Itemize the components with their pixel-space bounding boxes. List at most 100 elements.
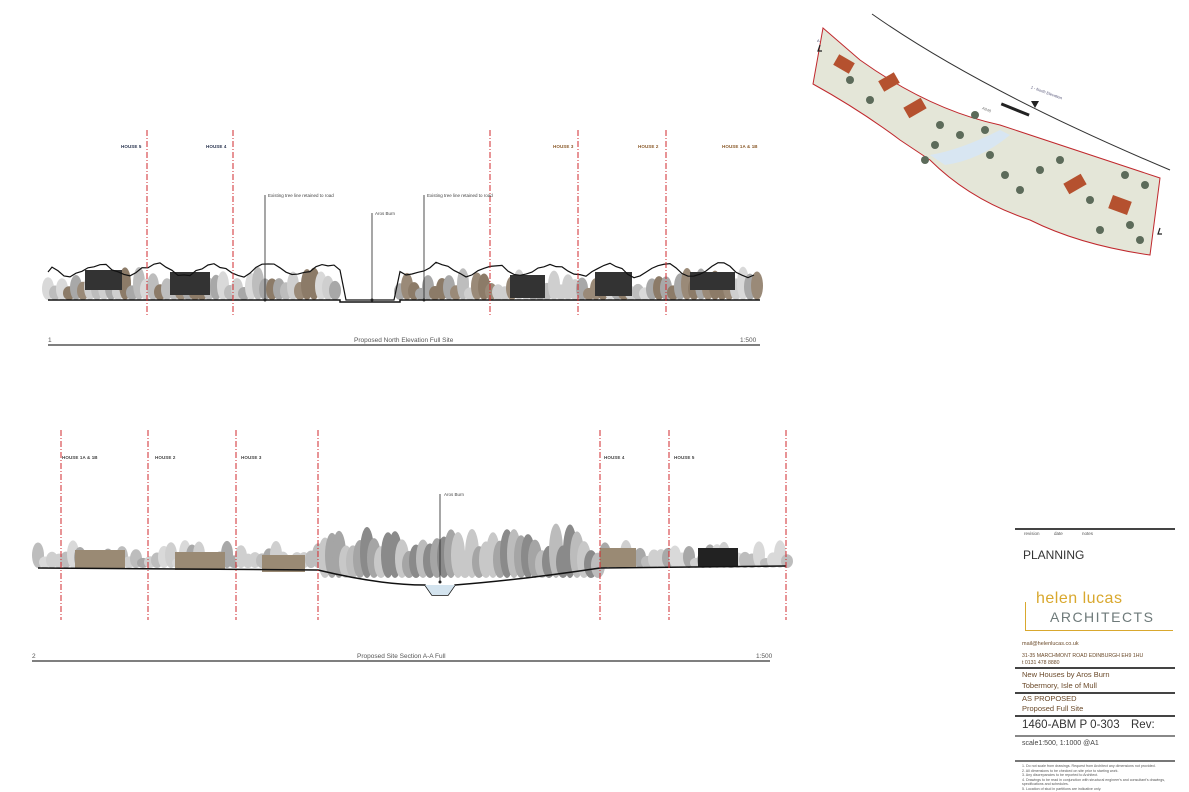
plan-tree: [846, 76, 854, 84]
revision-label: Rev:: [1131, 719, 1155, 731]
divider: [1015, 735, 1175, 737]
road-line: [871, 13, 1171, 171]
note: 5. Location of stud in partitions are in…: [1022, 786, 1102, 791]
project-name: New Houses by Aros Burn: [1022, 670, 1110, 679]
scale: scale1:500, 1:1000 @A1: [1022, 740, 1099, 747]
leader-dot: [370, 298, 374, 302]
house-1-roof: [833, 54, 855, 74]
date-column: date: [1054, 531, 1063, 536]
house-3-roof: [903, 97, 927, 119]
section-house-label: HOUSE 2: [155, 455, 176, 460]
email: mail@helenlucas.co.uk: [1022, 641, 1079, 647]
elevation-arrow-icon: [1031, 101, 1039, 108]
drawing-title: Proposed Site Section A-A Full: [357, 653, 446, 660]
plan-tree: [1056, 156, 1064, 164]
leader-dot: [422, 298, 426, 302]
elevation-house-label: HOUSE 1A & 1B: [722, 144, 758, 149]
plan-tree: [931, 141, 939, 149]
drawing-number: 1: [48, 337, 52, 344]
section-marker-icon: [817, 44, 822, 52]
plan-tree: [1136, 236, 1144, 244]
status: PLANNING: [1023, 548, 1085, 562]
annotation: Existing tree line retained to road: [268, 193, 334, 198]
logo-line2: ARCHITECTS: [1050, 609, 1155, 625]
site-plan: [812, 13, 1171, 256]
annotation: Aros Burn: [444, 492, 465, 497]
drawing-scale: 1:500: [740, 337, 757, 344]
burn: [930, 130, 1010, 165]
site-section-drawing: [32, 430, 793, 662]
address: 31-35 MARCHMONT ROAD EDINBURGH EH9 1HU: [1022, 653, 1144, 659]
elevation-house-label: HOUSE 4: [206, 144, 227, 149]
section-marker-label: A: [817, 38, 820, 43]
drawing-number: 1460-ABM P 0-303: [1022, 719, 1120, 731]
divider: [1015, 667, 1175, 669]
plan-tree: [1001, 171, 1009, 179]
leader-dot: [438, 580, 442, 584]
house-5-roof: [1108, 195, 1132, 215]
project-location: Tobermory, Isle of Mull: [1022, 681, 1097, 690]
general-notes: 1. Do not scale from drawings. Request f…: [1022, 764, 1172, 792]
plan-tree: [1096, 226, 1104, 234]
plan-tree: [936, 121, 944, 129]
house-section: [262, 555, 305, 572]
plan-tree: [1121, 171, 1129, 179]
plan-tree: [1016, 186, 1024, 194]
section-house-label: HOUSE 5: [674, 455, 695, 460]
divider: [1015, 760, 1175, 762]
logo-line1: helen lucas: [1036, 590, 1123, 607]
plan-tree: [866, 96, 874, 104]
ground-line: [48, 299, 760, 303]
tree: [781, 554, 793, 568]
note: 1. Do not scale from drawings. Request f…: [1022, 764, 1156, 768]
section-house-label: HOUSE 3: [241, 455, 262, 460]
annotation: Aros Burn: [375, 211, 396, 216]
house-section: [600, 548, 636, 567]
revision-column: revision: [1024, 531, 1040, 536]
house-silhouette: [85, 270, 122, 290]
elevation-house-label: HOUSE 3: [553, 144, 574, 149]
plan-tree: [921, 156, 929, 164]
phone: t 0131 478 8880: [1022, 660, 1060, 666]
section-marker-icon: [1157, 227, 1162, 235]
plan-tree: [986, 151, 994, 159]
elevation-house-label: HOUSE 2: [638, 144, 659, 149]
north-elevation-drawing: [42, 130, 763, 346]
plan-tree: [1086, 196, 1094, 204]
house-silhouette: [170, 272, 210, 295]
plan-tree: [956, 131, 964, 139]
divider: [1015, 692, 1175, 694]
plan-tree: [1126, 221, 1134, 229]
divider: [1015, 715, 1175, 717]
tree-line-outline: [47, 261, 755, 301]
leader-dot: [263, 298, 267, 302]
drawing-number: 2: [32, 653, 36, 660]
plan-tree: [1141, 181, 1149, 189]
drawing-title: Proposed North Elevation Full Site: [354, 337, 454, 344]
plan-tree: [1036, 166, 1044, 174]
house-silhouette: [510, 275, 545, 298]
divider: [1015, 528, 1175, 530]
drawing-title: Proposed Full Site: [1022, 704, 1084, 713]
house-2-roof: [878, 72, 900, 92]
house-4-roof: [1063, 173, 1087, 195]
stage: AS PROPOSED: [1022, 694, 1077, 703]
drawing-scale: 1:500: [756, 653, 773, 660]
plan-tree: [971, 111, 979, 119]
section-house-label: HOUSE 1A & 1B: [62, 455, 98, 460]
tree: [751, 271, 763, 300]
house-silhouette: [690, 272, 735, 290]
burn-water: [425, 585, 455, 595]
house-section: [698, 548, 738, 567]
annotation: Existing tree line retained to road: [427, 193, 493, 198]
notes-column: notes: [1082, 531, 1094, 536]
note: 4. Drawings to be read in conjunction wi…: [1022, 777, 1166, 787]
elevation-marker-bar: [1000, 102, 1030, 117]
note: 2. All dimensions to be checked on site …: [1022, 768, 1119, 773]
house-section: [75, 550, 125, 568]
section-house-label: HOUSE 4: [604, 455, 625, 460]
tree: [329, 280, 341, 300]
house-section: [175, 552, 225, 570]
house-silhouette: [595, 272, 632, 296]
